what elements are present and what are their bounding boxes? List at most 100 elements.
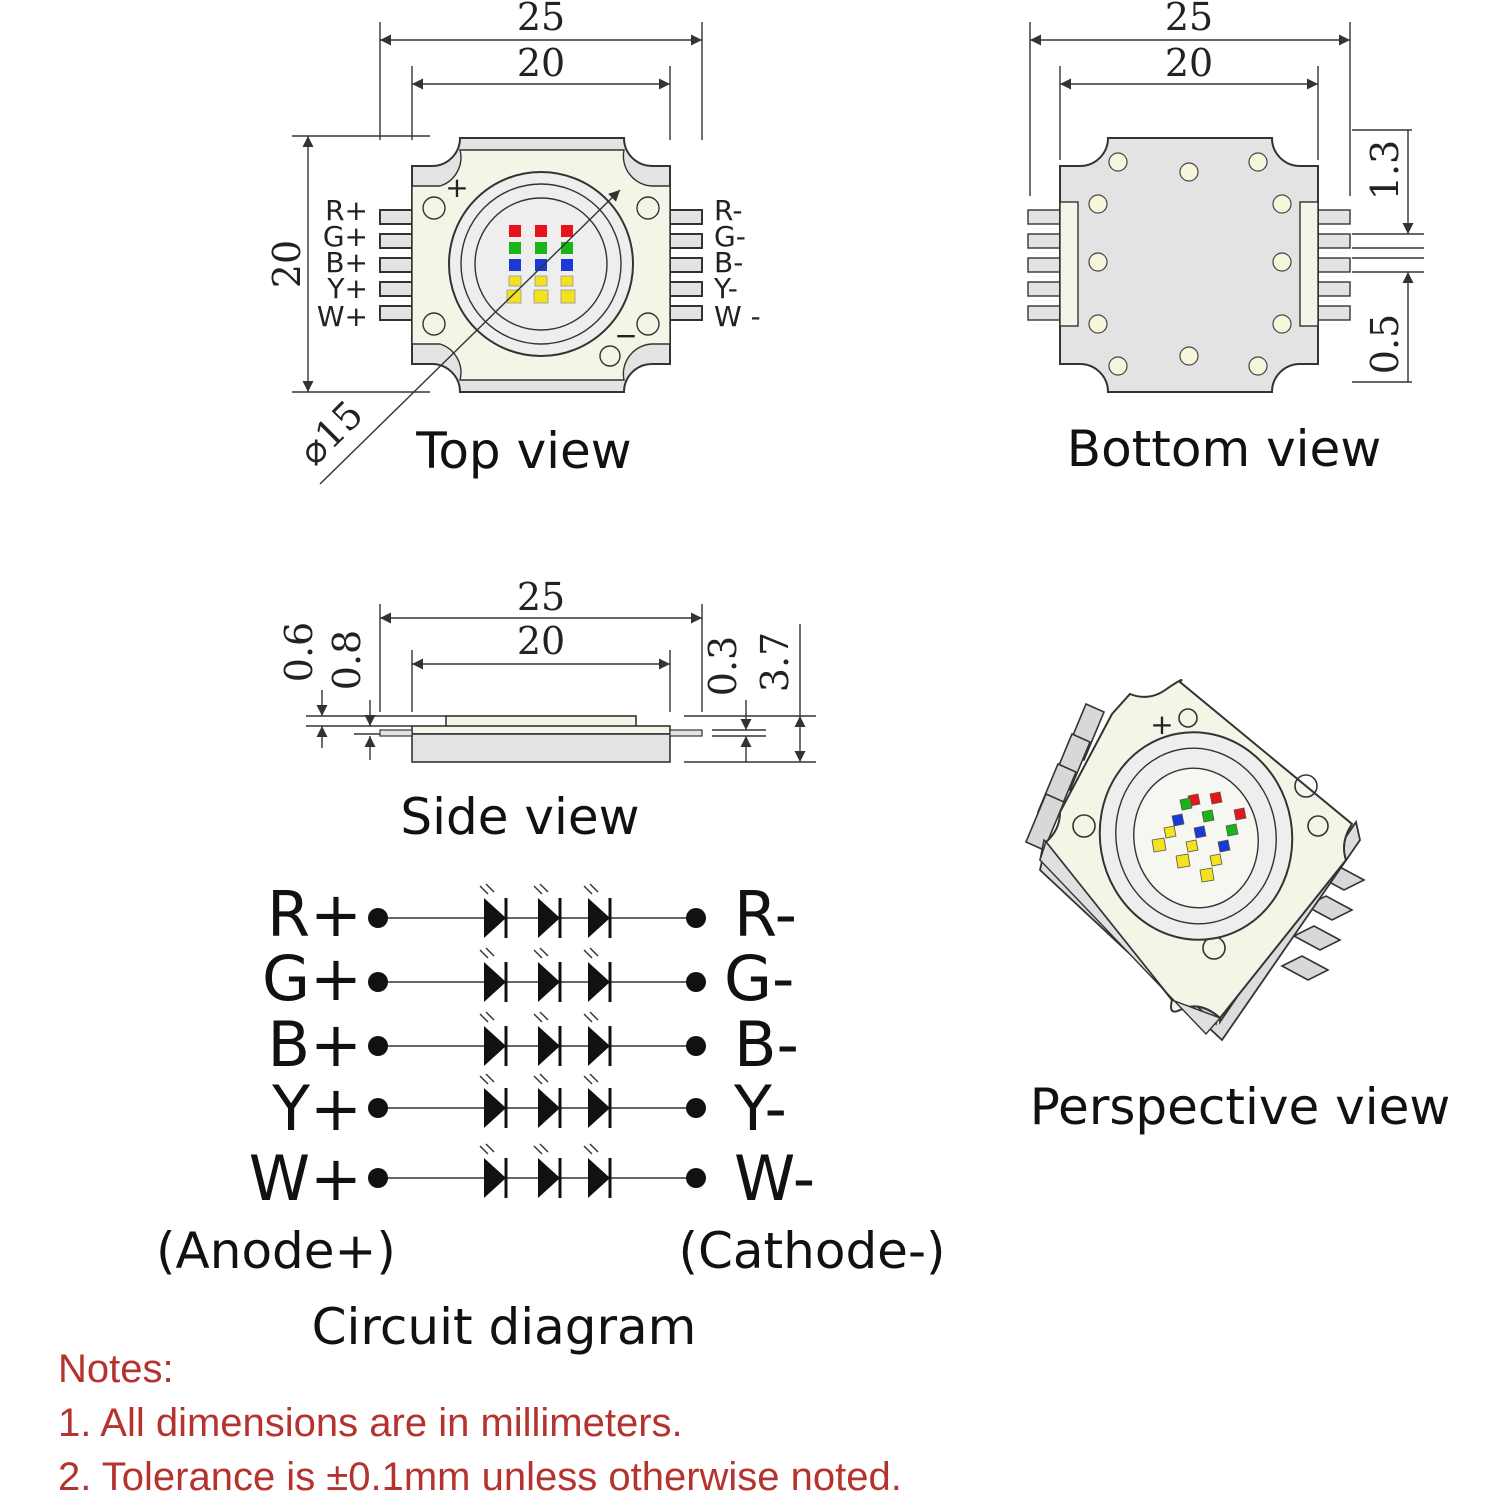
top-pin-label-left: Y+	[326, 272, 368, 305]
cathode-label: (Cathode-)	[679, 1222, 946, 1280]
diode-symbol	[588, 1088, 610, 1128]
top-left-pins	[379, 209, 413, 321]
anode-terminal	[368, 1168, 388, 1188]
circuit-left-label: R+	[267, 878, 362, 951]
emission-arrow	[485, 1143, 495, 1153]
notes: Notes: 1. All dimensions are in millimet…	[58, 1347, 902, 1494]
emission-arrow	[589, 1011, 599, 1021]
bottom-dim-25: 25	[1165, 0, 1213, 39]
bottom-pads	[1088, 152, 1292, 376]
emission-arrow	[485, 883, 495, 893]
top-dim-height: 20	[265, 240, 309, 288]
side-dim-20: 20	[517, 619, 565, 663]
anode-terminal	[368, 908, 388, 928]
top-view-caption: Top view	[415, 422, 631, 480]
top-plus-mark: +	[445, 171, 468, 204]
emission-arrow	[533, 1013, 543, 1023]
emission-arrow	[479, 1013, 489, 1023]
anode-terminal	[368, 972, 388, 992]
emission-arrow	[583, 1145, 593, 1155]
circuit-right-label: G-	[724, 942, 794, 1015]
emission-arrow	[485, 947, 495, 957]
bottom-board	[1059, 137, 1319, 393]
bottom-view: 25 20	[1027, 0, 1424, 478]
side-dim-0-6: 0.6	[277, 622, 321, 682]
diode-symbol	[538, 1158, 560, 1198]
bottom-dim-pitch: 1.3	[1363, 140, 1407, 200]
cathode-terminal	[686, 908, 706, 928]
side-dim-0-8: 0.8	[325, 630, 369, 690]
diode-symbol	[588, 898, 610, 938]
diode-symbol	[484, 1158, 506, 1198]
top-dim-20: 20	[517, 41, 565, 85]
top-pin-label-right: W -	[714, 300, 761, 333]
diode-symbol	[588, 962, 610, 1002]
diode-symbol	[484, 962, 506, 1002]
emission-arrow	[479, 1145, 489, 1155]
emission-arrow	[539, 947, 549, 957]
emission-arrow	[479, 885, 489, 895]
top-led-chips	[506, 225, 576, 304]
emission-arrow	[589, 1143, 599, 1153]
emission-arrow	[539, 1143, 549, 1153]
top-pin-label-right: Y-	[713, 272, 738, 305]
circuit-right-label: Y-	[733, 1072, 787, 1145]
top-pin-label-left: G+	[323, 220, 368, 253]
diode-symbol	[538, 1026, 560, 1066]
diode-symbol	[484, 898, 506, 938]
emission-arrow	[485, 1011, 495, 1021]
circuit-right-label: B-	[734, 1008, 799, 1081]
top-pin-label-right: R-	[714, 194, 742, 227]
perspective-view: + Perspective view	[1024, 679, 1450, 1136]
side-dim-25: 25	[517, 575, 565, 619]
side-substrate	[411, 733, 671, 763]
side-view: 25 20 0.6 0.8 0.3 3.7 Side view	[277, 575, 816, 846]
circuit-diagram	[368, 883, 706, 1198]
emission-arrow	[539, 883, 549, 893]
emission-arrow	[589, 883, 599, 893]
emission-arrow	[589, 947, 599, 957]
diode-symbol	[538, 962, 560, 1002]
anode-terminal	[368, 1036, 388, 1056]
diode-symbol	[588, 1026, 610, 1066]
emission-arrow	[539, 1011, 549, 1021]
perspective-plus-mark: +	[1150, 708, 1173, 741]
anode-terminal	[368, 1098, 388, 1118]
circuit-left-label: B+	[268, 1008, 362, 1081]
top-pin-label-left: R+	[325, 194, 368, 227]
cathode-terminal	[686, 1036, 706, 1056]
diode-symbol	[484, 1088, 506, 1128]
emission-arrow	[533, 949, 543, 959]
perspective-led-chips	[1151, 791, 1247, 883]
top-minus-mark: −	[614, 319, 637, 352]
diode-symbol	[588, 1158, 610, 1198]
emission-arrow	[589, 1073, 599, 1083]
circuit-left-label: Y+	[271, 1072, 362, 1145]
notes-line-2: 2. Tolerance is ±0.1mm unless otherwise …	[58, 1455, 902, 1494]
emission-arrow	[485, 1073, 495, 1083]
emission-arrow	[533, 1075, 543, 1085]
side-dim-0-3: 0.3	[701, 636, 745, 696]
notes-heading: Notes:	[58, 1347, 174, 1391]
diode-symbol	[484, 1026, 506, 1066]
top-pin-label-left: W+	[317, 300, 368, 333]
emission-arrow	[583, 1075, 593, 1085]
side-view-caption: Side view	[400, 788, 639, 846]
top-right-pins	[669, 209, 703, 321]
top-pin-label-right: B-	[714, 246, 743, 279]
circuit-caption: Circuit diagram	[312, 1298, 697, 1356]
top-dim-25: 25	[517, 0, 565, 39]
top-pin-label-left: B+	[325, 246, 368, 279]
top-dim-diameter: ⌀15	[290, 392, 371, 473]
top-view: 25 20 20 R+ G+ B+ Y+ W+ R- G- B- Y-	[265, 0, 761, 485]
circuit-right-label: W-	[734, 1142, 815, 1215]
anode-label: (Anode+)	[156, 1222, 396, 1280]
cathode-terminal	[686, 1098, 706, 1118]
bottom-view-caption: Bottom view	[1067, 420, 1381, 478]
circuit-right-label: R-	[734, 878, 797, 951]
diode-symbol	[538, 898, 560, 938]
notes-line-1: 1. All dimensions are in millimeters.	[58, 1401, 683, 1445]
emission-arrow	[583, 1013, 593, 1023]
circuit-left-label: W+	[249, 1142, 362, 1215]
